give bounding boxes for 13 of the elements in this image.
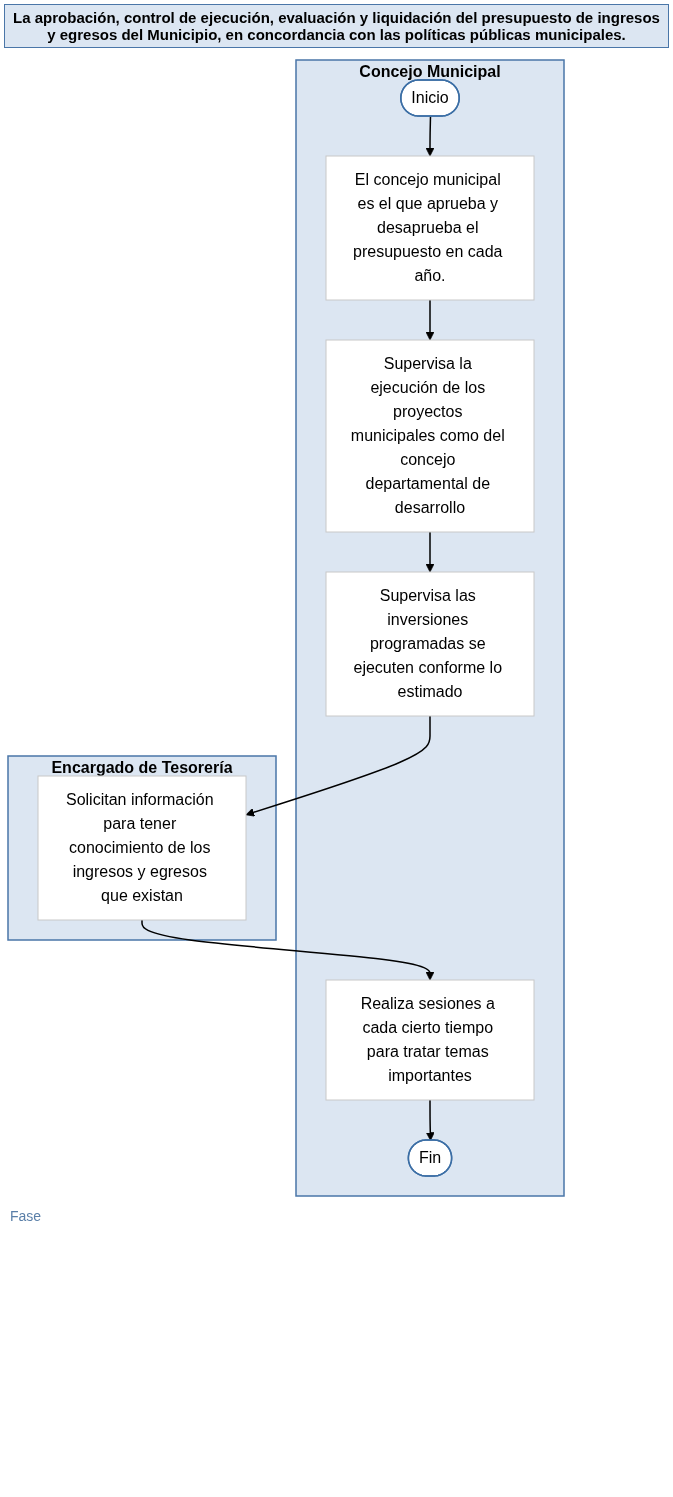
- node-box: Realiza sesiones a cada cierto tiempo para tratar temas importantes: [325, 979, 535, 1101]
- node-box: El concejo municipal es el que aprueba y desaprueba el presupuesto en cada año.: [325, 155, 535, 301]
- arrow: [245, 715, 431, 817]
- phase-label: Fase: [9, 1207, 43, 1226]
- arrow: [425, 531, 435, 573]
- node-box: Supervisa las inversiones programadas se ejecuten conforme lo estimado: [325, 571, 535, 717]
- arrow: [425, 1099, 435, 1141]
- arrow: [425, 115, 435, 157]
- node-box: Supervisa la ejecución de los proyectos municipales como del concejo departamental de desarrollo: [325, 339, 535, 533]
- node-box: Solicitan información para tener conocimiento de los ingresos y egresos que existan: [37, 775, 247, 921]
- arrow: [141, 919, 435, 981]
- arrow: [425, 299, 435, 341]
- title: La aprobación, control de ejecución, evaluación y liquidación del presupuesto de ingresos y egresos del Municipio, en concordancia con las políticas públicas municipales.: [4, 4, 669, 48]
